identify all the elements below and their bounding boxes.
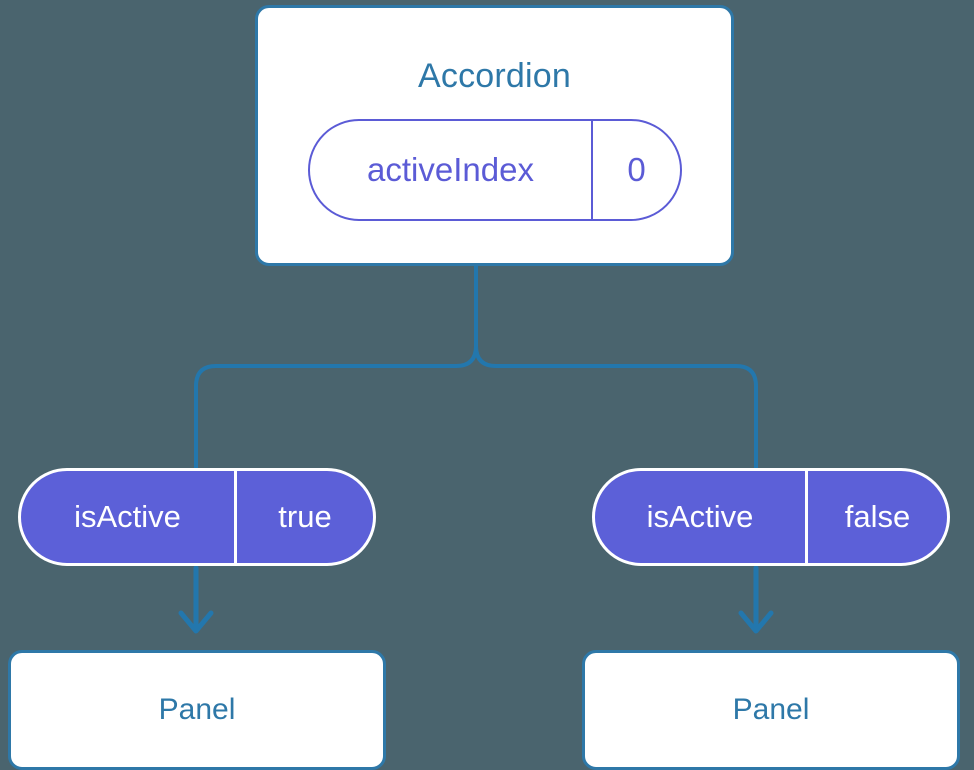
component-title-accordion: Accordion — [418, 57, 571, 95]
arrow-head-right-icon — [738, 610, 774, 634]
arrow-head-left-icon — [178, 610, 214, 634]
connector-root-stem — [474, 266, 497, 368]
prop-pill-is-active-false[interactable]: isActive false — [592, 468, 950, 566]
prop-pill-key: isActive — [595, 471, 808, 563]
component-card-panel-left[interactable]: Panel — [8, 650, 386, 770]
prop-pill-value: false — [844, 499, 911, 534]
prop-pill-key: isActive — [21, 471, 237, 563]
connector-root-stem-mirror — [455, 345, 478, 368]
state-pill-active-index[interactable]: activeIndex 0 — [308, 119, 682, 221]
connector-branch-right — [496, 364, 758, 470]
prop-pill-is-active-true[interactable]: isActive true — [18, 468, 376, 566]
component-title-panel: Panel — [732, 693, 810, 726]
component-card-panel-right[interactable]: Panel — [582, 650, 960, 770]
prop-pill-value: true — [278, 499, 332, 534]
state-pill-value: 0 — [627, 151, 646, 188]
connector-branch-left — [194, 364, 456, 470]
component-title-panel: Panel — [158, 693, 236, 726]
state-pill-key: activeIndex — [310, 121, 593, 219]
